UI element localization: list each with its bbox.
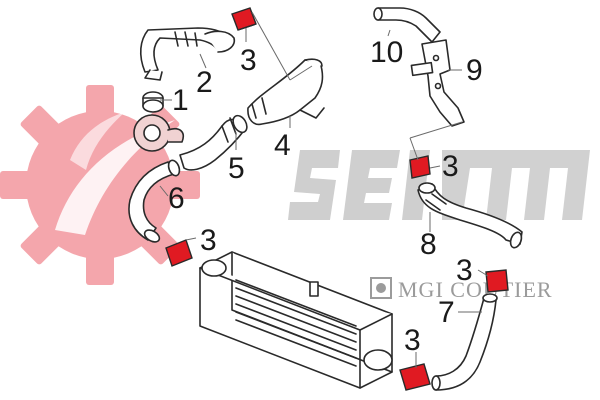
callout-6: 6 [168,182,185,215]
clamp-red-bottom [399,363,431,391]
intercooler [199,251,393,389]
hose-part-6 [128,159,181,243]
clamp-red-top [231,7,257,31]
callout-1: 1 [172,84,189,117]
clamp-red-right-lower [485,269,509,293]
hose-part-5 [179,114,248,171]
pipe-part-9 [410,39,465,127]
hose-part-7 [431,293,498,391]
callout-10: 10 [370,36,403,69]
callout-7: 7 [438,296,455,329]
callout-5: 5 [228,152,245,185]
clamp-red-left [165,239,193,267]
clamp-red-right-upper [409,155,431,179]
callout-8: 8 [420,228,437,261]
ring-part-1 [142,91,164,113]
callout-3-bottom: 3 [404,324,421,357]
callout-3-top: 3 [240,44,257,77]
hose-part-2 [139,27,236,81]
callout-4: 4 [274,129,291,162]
callout-3-right-lower: 3 [456,254,473,287]
duct-part-4 [247,58,325,126]
hose-part-8 [417,182,523,249]
callout-3-left: 3 [200,224,217,257]
callout-3-right-upper: 3 [442,150,459,183]
gear-logo [0,85,200,285]
brand-text: MGI COUTIER [398,277,553,302]
turbo-body [133,114,184,152]
mgi-coutier-logo: MGI COUTIER [370,277,553,302]
callout-2: 2 [196,66,213,99]
callout-9: 9 [466,54,483,87]
seim-logo [288,150,590,220]
